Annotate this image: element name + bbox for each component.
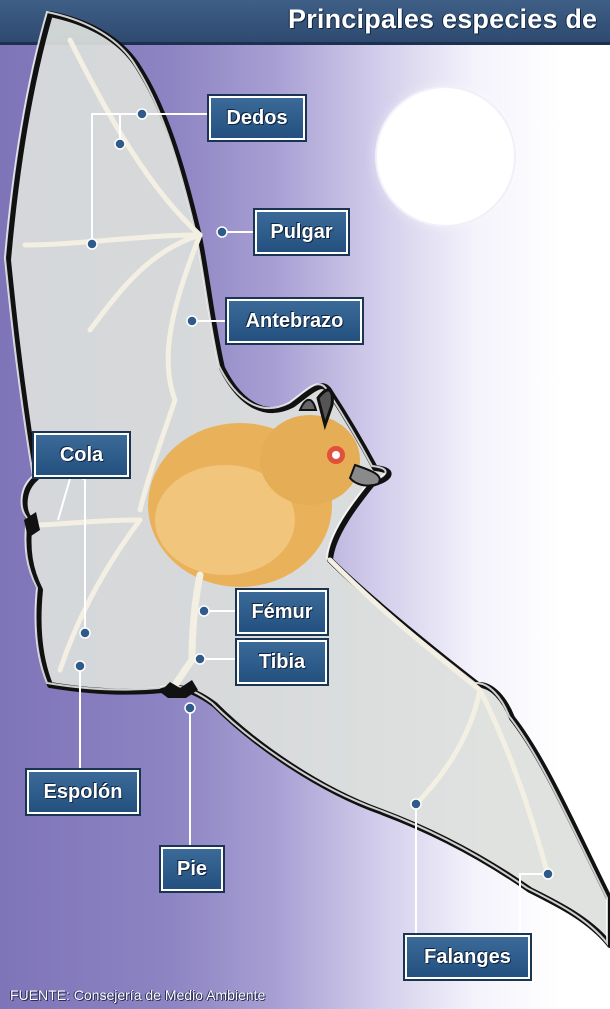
label-cola: Cola (34, 433, 129, 477)
label-femur: Fémur (237, 590, 327, 634)
label-falanges: Falanges (405, 935, 530, 979)
label-espolon: Espolón (27, 770, 139, 814)
label-antebrazo: Antebrazo (227, 299, 362, 343)
label-pie: Pie (161, 847, 223, 891)
label-pulgar: Pulgar (255, 210, 348, 254)
label-dedos: Dedos (209, 96, 305, 140)
label-tibia: Tibia (237, 640, 327, 684)
source-note: FUENTE: Consejería de Medio Ambiente (10, 987, 265, 1003)
